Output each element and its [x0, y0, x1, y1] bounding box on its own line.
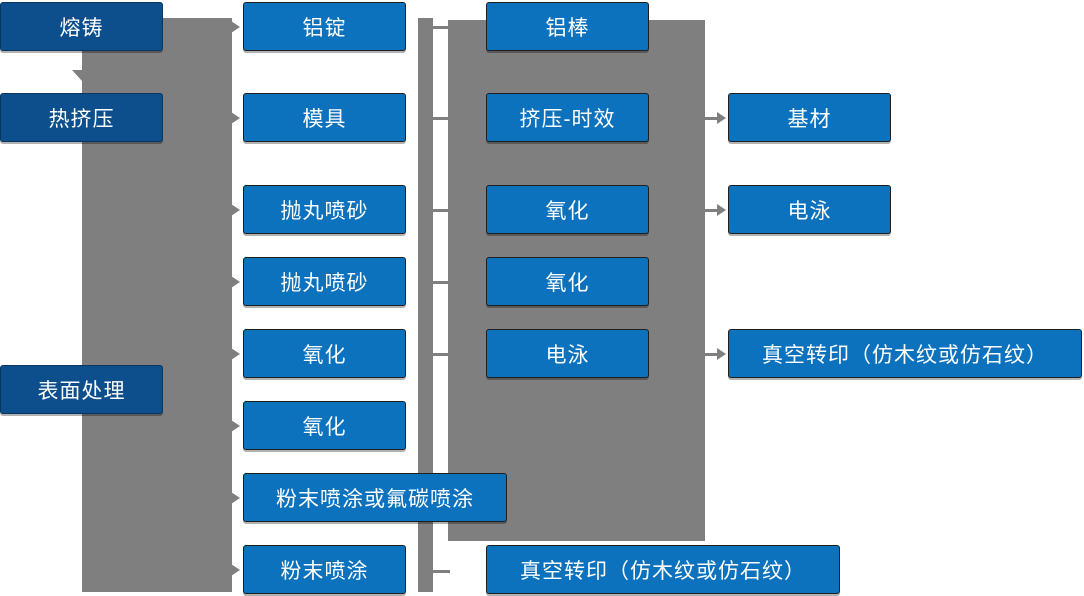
flow-box-label: 氧化 [302, 343, 347, 367]
flow-box-label: 电泳 [545, 343, 590, 367]
flow-box-label: 模具 [302, 107, 347, 131]
trunk-arrowhead-icon-4 [228, 274, 240, 290]
channel-tick-2 [431, 117, 450, 120]
flow-box-label: 抛丸喷砂 [280, 271, 369, 295]
flow-box-m7[interactable]: 粉末喷涂或氟碳喷涂 [243, 473, 507, 522]
trunk-arrowhead-icon-1 [228, 19, 240, 35]
flow-box-m8[interactable]: 粉末喷涂 [243, 545, 406, 594]
flow-box-m6[interactable]: 氧化 [243, 401, 406, 450]
flow-box-p2[interactable]: 挤压-时效 [486, 93, 649, 142]
flow-box-o3[interactable]: 真空转印（仿木纹或仿石纹） [728, 329, 1082, 378]
flow-box-m4[interactable]: 抛丸喷砂 [243, 257, 406, 306]
trunk-arrowhead-icon-6 [228, 418, 240, 434]
channel-tick-3 [431, 209, 450, 212]
down-arrow-icon [72, 70, 92, 81]
flow-box-m3[interactable]: 抛丸喷砂 [243, 185, 406, 234]
output-arrowhead-icon-1 [717, 112, 726, 124]
flow-box-label: 粉末喷涂或氟碳喷涂 [276, 487, 474, 511]
channel-tick-5 [431, 353, 450, 356]
surface-treatment-stub-connector [163, 386, 187, 390]
flow-box-label: 热挤压 [48, 107, 115, 131]
trunk-arrowhead-icon-8 [228, 562, 240, 578]
flow-box-p5[interactable]: 电泳 [486, 329, 649, 378]
flow-box-label: 粉末喷涂 [280, 559, 369, 583]
flow-box-label: 熔铸 [59, 16, 104, 40]
flow-box-label: 电泳 [787, 199, 832, 223]
flow-box-label: 真空转印（仿木纹或仿石纹） [762, 343, 1048, 367]
output-connector-line-1 [705, 117, 719, 120]
trunk-arrowhead-icon-7 [228, 490, 240, 506]
flow-box-s2[interactable]: 热挤压 [0, 93, 163, 142]
flow-box-s3[interactable]: 表面处理 [0, 365, 163, 414]
channel-tick-bottom [431, 570, 450, 573]
flow-box-label: 氧化 [302, 415, 347, 439]
flow-box-label: 抛丸喷砂 [280, 199, 369, 223]
flow-box-m1[interactable]: 铝锭 [243, 2, 406, 51]
flow-box-p3[interactable]: 氧化 [486, 185, 649, 234]
flow-box-p1[interactable]: 铝棒 [486, 2, 649, 51]
trunk-arrowhead-icon-5 [228, 346, 240, 362]
flow-box-label: 铝棒 [545, 16, 590, 40]
channel-tick-1 [431, 26, 450, 29]
flow-box-m2[interactable]: 模具 [243, 93, 406, 142]
flow-box-label: 基材 [787, 107, 832, 131]
flow-box-label: 铝锭 [302, 16, 347, 40]
flow-box-p4[interactable]: 氧化 [486, 257, 649, 306]
flow-box-p6[interactable]: 真空转印（仿木纹或仿石纹） [486, 545, 840, 594]
flow-box-o1[interactable]: 基材 [728, 93, 891, 142]
flow-box-label: 氧化 [545, 199, 590, 223]
flow-box-s1[interactable]: 熔铸 [0, 2, 163, 51]
flow-box-label: 氧化 [545, 271, 590, 295]
channel-tick-4 [431, 281, 450, 284]
output-connector-line-3 [705, 353, 719, 356]
flow-box-label: 表面处理 [37, 379, 126, 403]
flow-box-label: 挤压-时效 [519, 107, 616, 131]
flow-box-label: 真空转印（仿木纹或仿石纹） [520, 559, 806, 583]
output-arrowhead-icon-3 [717, 348, 726, 360]
output-connector-line-2 [705, 209, 719, 212]
flow-box-o2[interactable]: 电泳 [728, 185, 891, 234]
output-arrowhead-icon-2 [717, 204, 726, 216]
trunk-arrowhead-icon-3 [228, 202, 240, 218]
middle-bar-connector [418, 18, 433, 592]
flow-box-m5[interactable]: 氧化 [243, 329, 406, 378]
trunk-arrowhead-icon-2 [228, 110, 240, 126]
